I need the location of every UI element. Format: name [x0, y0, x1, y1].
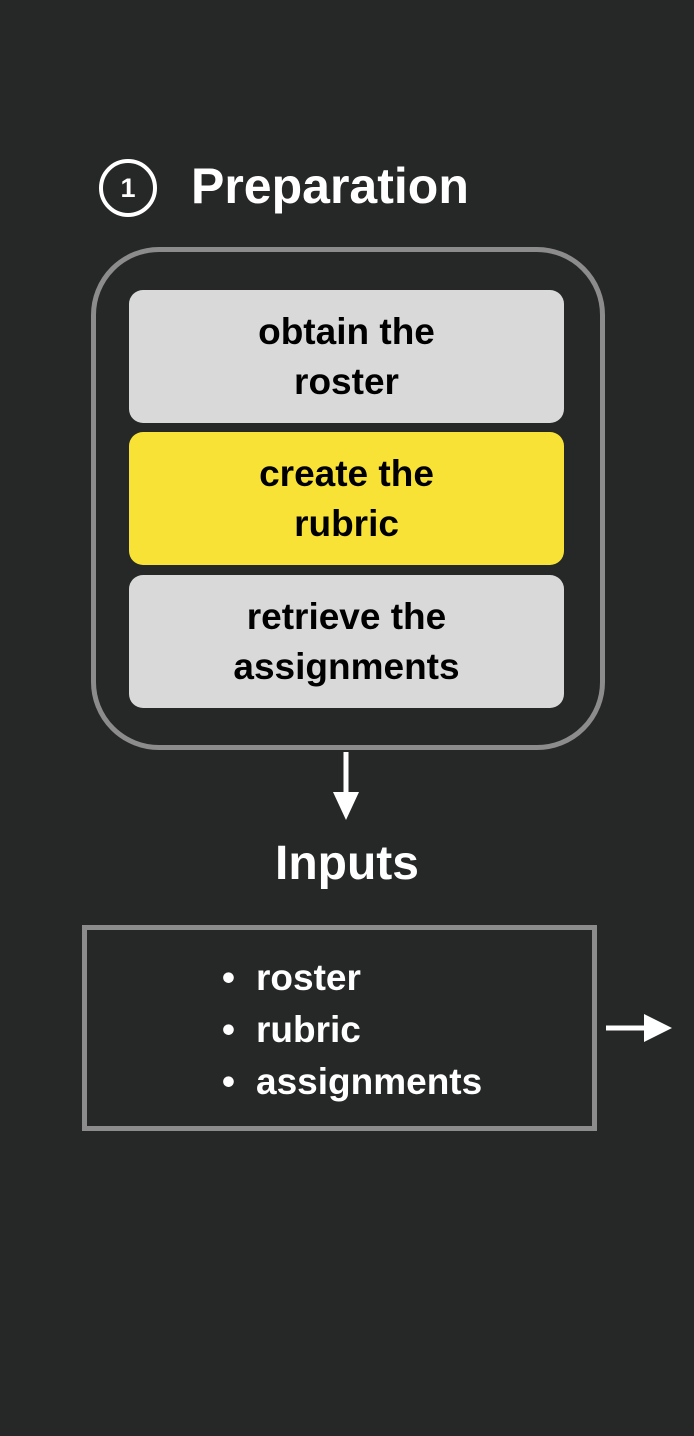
card-line1: retrieve the — [246, 595, 447, 637]
card-obtain-roster: obtain the roster — [129, 290, 564, 423]
list-item-label: rubric — [256, 1009, 361, 1050]
card-line2: assignments — [233, 645, 460, 687]
arrow-down-icon — [333, 752, 359, 820]
list-item-label: assignments — [256, 1061, 483, 1102]
inputs-list: • roster • rubric • assignments — [222, 952, 482, 1108]
list-item: • rubric — [222, 1004, 482, 1056]
inputs-title-text: Inputs — [275, 837, 419, 890]
card-line1: create the — [259, 452, 434, 494]
bullet: • — [222, 1061, 235, 1102]
list-item-label: roster — [256, 957, 361, 998]
card-retrieve-assignments: retrieve the assignments — [129, 575, 564, 708]
preparation-group — [91, 247, 605, 750]
bullet: • — [222, 957, 235, 998]
card-line2: roster — [294, 360, 399, 402]
section-title: Preparation — [191, 158, 469, 214]
list-item: • roster — [222, 952, 482, 1004]
card-line2: rubric — [294, 502, 399, 544]
step-number-badge: 1 — [99, 159, 157, 217]
arrow-right-icon — [606, 1014, 672, 1042]
card-line1: obtain the — [258, 310, 435, 352]
inputs-box — [82, 925, 597, 1131]
inputs-title: Inputs — [0, 834, 694, 894]
bullet: • — [222, 1009, 235, 1050]
list-item: • assignments — [222, 1056, 482, 1108]
step-number: 1 — [120, 172, 136, 203]
card-create-rubric: create the rubric — [129, 432, 564, 565]
